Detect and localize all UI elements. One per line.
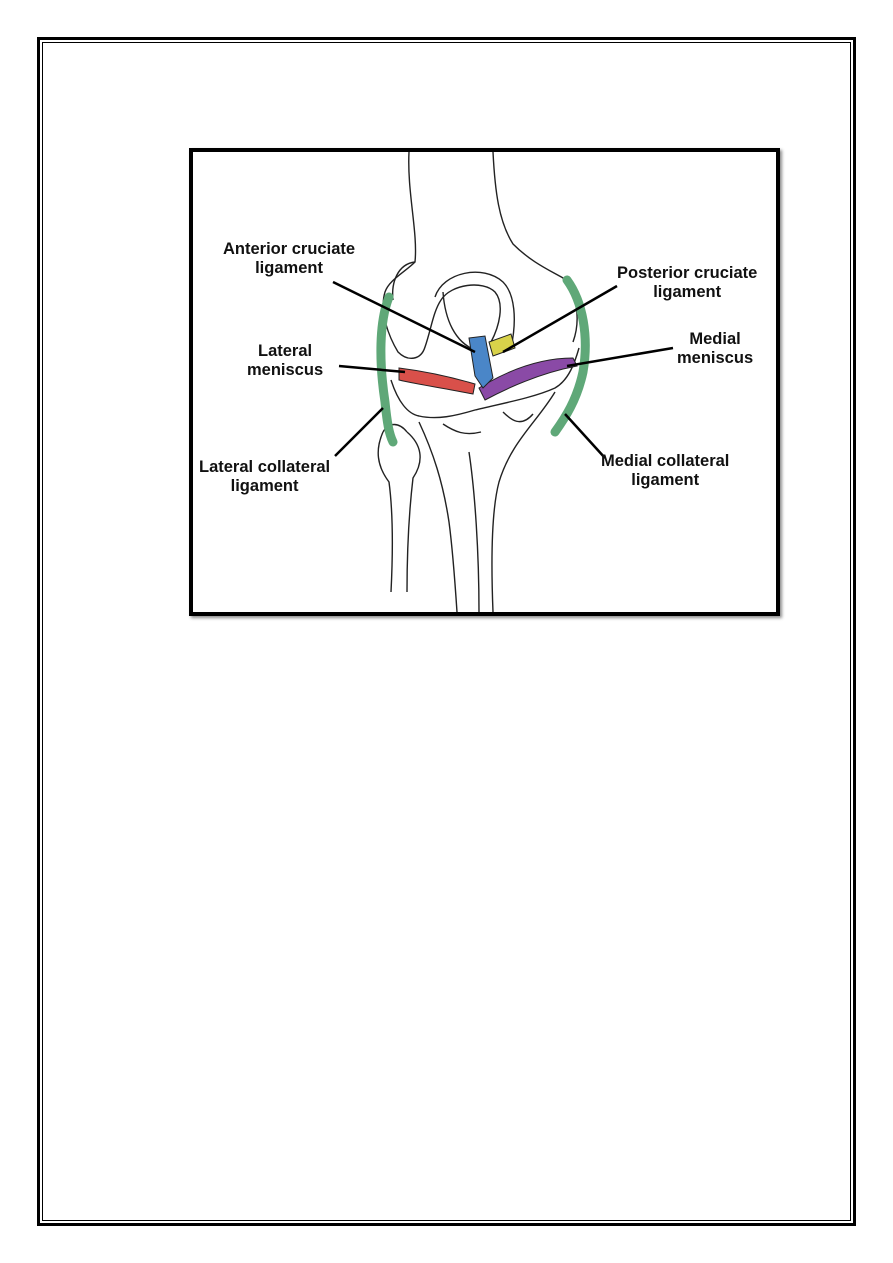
- anterior-cruciate-label-line2: ligament: [255, 259, 323, 277]
- lateral-collateral-leader: [334, 407, 384, 457]
- medial-meniscus-shape: [478, 357, 578, 401]
- lateral-meniscus-leader: [338, 364, 406, 374]
- medial-collateral-ligament-shape: [550, 275, 590, 437]
- lateral-meniscus-label-line2: meniscus: [247, 361, 324, 379]
- medial-collateral-label-line1: Medial collateral: [601, 452, 730, 470]
- anterior-cruciate-leader: [332, 280, 476, 354]
- medial-meniscus-label: Medial meniscus: [677, 330, 753, 368]
- page-border-outer: [37, 37, 856, 1226]
- knee-diagram-figure: Anterior cruciate ligament Posterior cru…: [189, 148, 780, 616]
- medial-collateral-leader: [564, 413, 606, 459]
- lateral-meniscus-label-line1: Lateral: [258, 342, 313, 360]
- knee-anatomy-drawing: [332, 152, 674, 612]
- anterior-cruciate-label-line1: Anterior cruciate: [223, 240, 356, 258]
- lateral-collateral-label-line1: Lateral collateral: [199, 458, 331, 476]
- medial-collateral-label-line2: ligament: [631, 471, 700, 489]
- posterior-cruciate-ligament-shape: [488, 333, 516, 357]
- lateral-collateral-label: Lateral collateral ligament: [199, 458, 330, 496]
- posterior-cruciate-label-line2: ligament: [653, 283, 722, 301]
- posterior-cruciate-leader: [502, 284, 618, 354]
- fibula-bone: [377, 423, 421, 593]
- posterior-cruciate-label: Posterior cruciate ligament: [617, 264, 757, 302]
- anterior-cruciate-label: Anterior cruciate ligament: [223, 240, 355, 278]
- lateral-collateral-label-line2: ligament: [230, 477, 299, 495]
- medial-meniscus-label-line1: Medial: [689, 330, 741, 348]
- medial-collateral-label: Medial collateral ligament: [601, 452, 729, 490]
- posterior-cruciate-label-line1: Posterior cruciate: [617, 264, 758, 282]
- lateral-meniscus-shape: [398, 367, 476, 395]
- anterior-cruciate-ligament-shape: [468, 335, 494, 389]
- medial-meniscus-label-line2: meniscus: [677, 349, 754, 367]
- page-border-inner: [42, 42, 851, 1221]
- medial-meniscus-leader: [566, 346, 674, 368]
- tibia-bone: [390, 347, 580, 612]
- lateral-collateral-ligament-shape: [376, 292, 398, 447]
- leader-lines: [332, 280, 674, 459]
- lateral-meniscus-label: Lateral meniscus: [247, 342, 323, 380]
